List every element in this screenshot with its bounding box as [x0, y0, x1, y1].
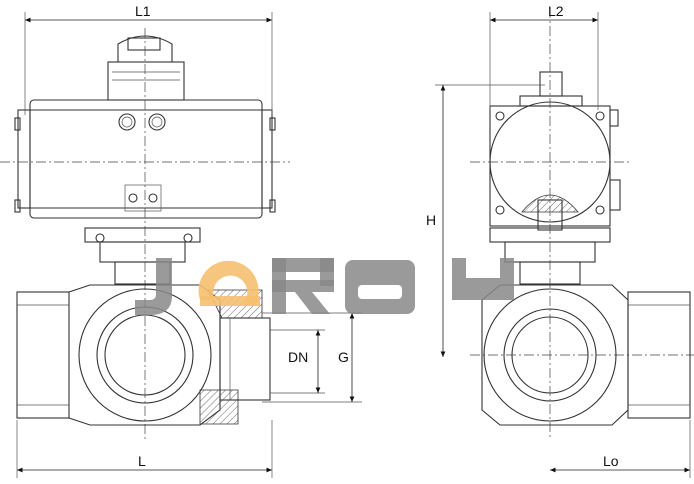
dimension-label-l2: L2 — [548, 3, 564, 19]
dimension-h: H — [426, 84, 545, 357]
valve-body-side — [481, 284, 691, 426]
dimension-label-l: L — [138, 453, 146, 469]
actuator-side — [489, 71, 621, 285]
dimension-lo: Lo — [550, 420, 691, 478]
dimension-l2: L2 — [489, 3, 599, 110]
dimension-label-h: H — [426, 212, 436, 228]
actuator-body — [14, 99, 276, 219]
front-view: L1 DN G L — [0, 3, 362, 478]
dimension-dn: DN — [270, 329, 325, 394]
side-view: L2 H Lo — [426, 3, 694, 478]
dimension-l1: L1 — [24, 3, 273, 115]
dimension-label-g: G — [338, 349, 349, 365]
dimension-g: G — [262, 312, 362, 403]
jeray-watermark-logo — [135, 258, 514, 315]
mounting-bracket — [84, 227, 201, 285]
positioner-accessory — [107, 35, 185, 101]
dimension-label-lo: Lo — [603, 453, 619, 469]
dimension-l: L — [16, 420, 273, 478]
dimension-label-dn: DN — [288, 349, 308, 365]
dimension-label-l1: L1 — [135, 3, 151, 19]
